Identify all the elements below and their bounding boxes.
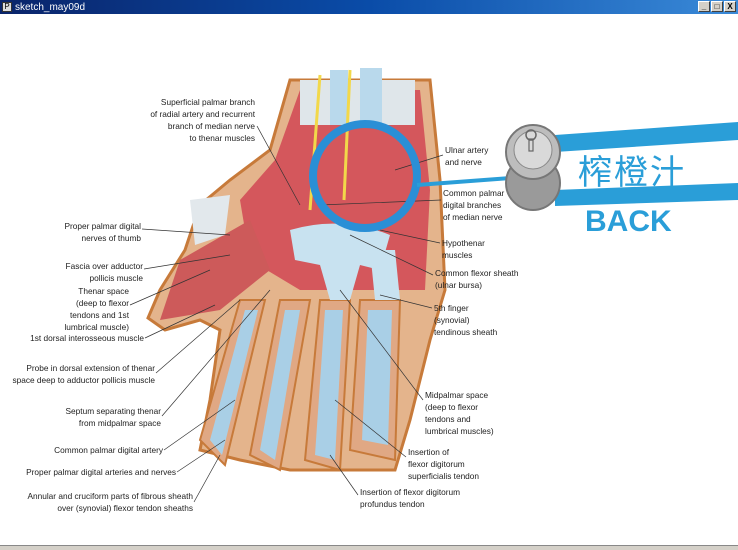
label-1st-dorsal-interosseous: 1st dorsal interosseous muscle [30, 333, 144, 343]
maximize-button[interactable]: □ [711, 1, 723, 12]
back-button[interactable]: BACK [585, 205, 672, 238]
label-5th-finger-sheath: 5th finger (synovial) tendinous sheath [434, 303, 498, 337]
window-bottom-border [0, 545, 738, 550]
label-hypothenar-muscles: Hypothenar muscles [442, 238, 485, 260]
label-insertion-superficialis: Insertion of flexor digitorum superficia… [408, 447, 480, 481]
label-common-palmar-digital-artery: Common palmar digital artery [54, 445, 163, 455]
label-common-flexor-sheath: Common flexor sheath (ulnar bursa) [435, 268, 519, 290]
title-bar: P sketch_may09d _ □ X [0, 0, 738, 14]
label-proper-palmar-digital-arteries: Proper palmar digital arteries and nerve… [26, 467, 176, 477]
leader-lines [129, 125, 444, 503]
minimize-button[interactable]: _ [698, 1, 710, 12]
hand-drawing [146, 68, 447, 472]
processing-app-icon: P [2, 2, 12, 12]
label-septum: Septum separating thenar from midpalmar … [65, 406, 161, 428]
label-superficial-palmar-branch: Superficial palmar branch of radial arte… [150, 97, 255, 143]
label-ulnar-artery: Ulnar artery and nerve [445, 145, 489, 167]
back-button-graphic[interactable] [416, 122, 738, 211]
label-midpalmar-space: Midpalmar space (deep to flexor tendons … [425, 390, 494, 436]
keyhole-icon [525, 129, 537, 141]
label-annular-cruciform: Annular and cruciform parts of fibrous s… [27, 491, 193, 513]
label-proper-palmar-digital-nerves-thumb: Proper palmar digital nerves of thumb [64, 221, 141, 243]
window-title: sketch_may09d [15, 1, 86, 13]
label-insertion-profundus: Insertion of flexor digitorum profundus … [360, 487, 461, 509]
juice-button-label[interactable]: 榨橙汁 [578, 153, 686, 193]
label-thenar-space: Thenar space (deep to flexor tendons and… [64, 286, 129, 332]
magnifier-ring [309, 120, 421, 232]
close-button[interactable]: X [724, 1, 736, 12]
label-probe-dorsal-extension: Probe in dorsal extension of thenar spac… [12, 363, 155, 385]
label-fascia-adductor-pollicis: Fascia over adductor pollicis muscle [65, 261, 143, 283]
label-common-palmar-digital-branches: Common palmar digital branches of median… [443, 188, 505, 222]
